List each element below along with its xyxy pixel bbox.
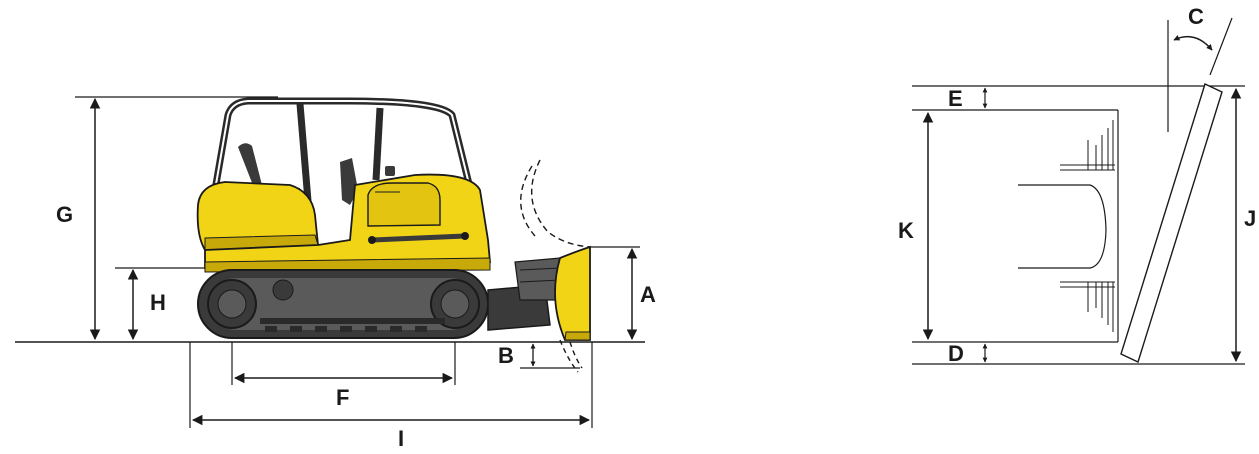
label-h: H bbox=[150, 290, 166, 315]
track-assembly bbox=[197, 269, 489, 339]
dozer-top-view: C E D K J bbox=[898, 4, 1256, 366]
angled-blade bbox=[1120, 83, 1223, 363]
push-frame-outline bbox=[1018, 184, 1107, 269]
rear-hood bbox=[196, 181, 319, 251]
label-d: D bbox=[948, 341, 964, 366]
body-stripe bbox=[204, 257, 491, 273]
dozer-side-view: G H bbox=[15, 96, 656, 451]
lower-cylinders bbox=[1060, 281, 1115, 332]
lift-cylinder bbox=[371, 233, 466, 243]
label-a: A bbox=[640, 282, 656, 307]
exhaust-cap bbox=[385, 166, 395, 176]
front-idler-hub bbox=[440, 289, 470, 319]
label-j: J bbox=[1244, 206, 1256, 231]
label-f: F bbox=[336, 385, 349, 410]
linkage-line-2 bbox=[519, 279, 561, 283]
label-e: E bbox=[948, 86, 963, 111]
cylinder-pin bbox=[368, 236, 376, 244]
engine-panel bbox=[367, 182, 441, 227]
blade bbox=[554, 245, 591, 341]
lowered-blade-outline bbox=[559, 339, 579, 373]
cab-frame-inner bbox=[214, 100, 471, 191]
label-b: B bbox=[498, 343, 514, 368]
lowered-blade-outline-2 bbox=[569, 341, 583, 369]
label-k: K bbox=[898, 218, 914, 243]
label-i: I bbox=[398, 426, 404, 451]
upper-cylinders bbox=[1060, 120, 1115, 171]
label-c: C bbox=[1188, 4, 1204, 29]
cylinder-pin-front bbox=[461, 232, 469, 240]
label-g: G bbox=[56, 202, 73, 227]
sprocket bbox=[272, 279, 294, 301]
linkage-line-1 bbox=[519, 267, 561, 271]
track-shoes bbox=[265, 326, 427, 332]
c-angle-reference bbox=[1209, 17, 1233, 76]
blade-edge bbox=[564, 331, 591, 341]
rear-idler-hub bbox=[217, 289, 247, 319]
c-angle-arc bbox=[1173, 34, 1213, 51]
raised-blade-outline bbox=[530, 159, 591, 248]
roller-frame bbox=[260, 318, 445, 324]
